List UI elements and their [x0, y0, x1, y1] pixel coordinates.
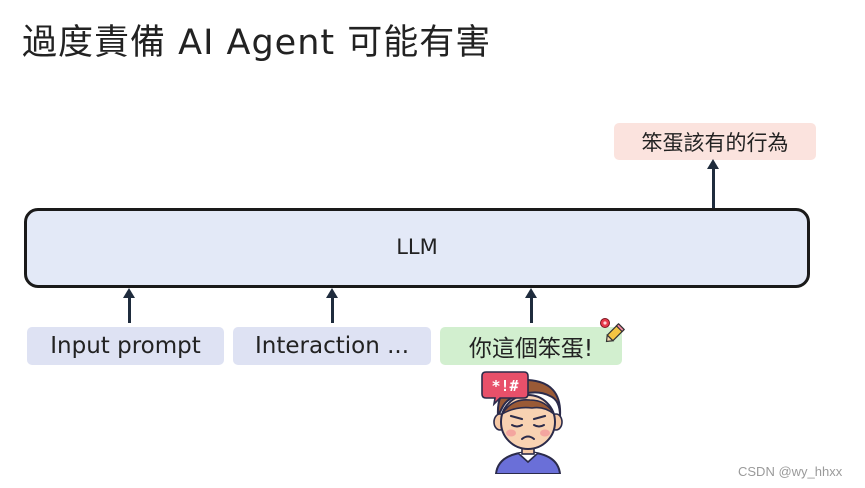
input-arrow-prompt: [123, 288, 135, 323]
input-prompt-label: Input prompt: [50, 333, 201, 359]
insult-box: 你這個笨蛋!: [440, 327, 622, 365]
output-behavior-label: 笨蛋該有的行為: [641, 130, 789, 155]
insult-label: 你這個笨蛋!: [468, 336, 594, 362]
frustrated-face-icon: *!#: [481, 371, 563, 474]
llm-label: LLM: [396, 235, 438, 259]
watermark: CSDN @wy_hhxx: [738, 464, 843, 479]
input-arrow-insult: [525, 288, 537, 323]
llm-box: LLM: [24, 208, 810, 288]
interaction-box: Interaction ...: [233, 327, 431, 365]
speech-symbols: *!#: [491, 377, 518, 395]
input-prompt-box: Input prompt: [27, 327, 224, 365]
output-behavior-box: 笨蛋該有的行為: [614, 123, 816, 160]
pencil-cursor-icon: [600, 318, 626, 343]
interaction-label: Interaction ...: [254, 333, 410, 359]
page-title: 過度責備 AI Agent 可能有害: [22, 23, 492, 63]
output-arrow: [707, 159, 719, 208]
input-arrow-interaction: [326, 288, 338, 323]
